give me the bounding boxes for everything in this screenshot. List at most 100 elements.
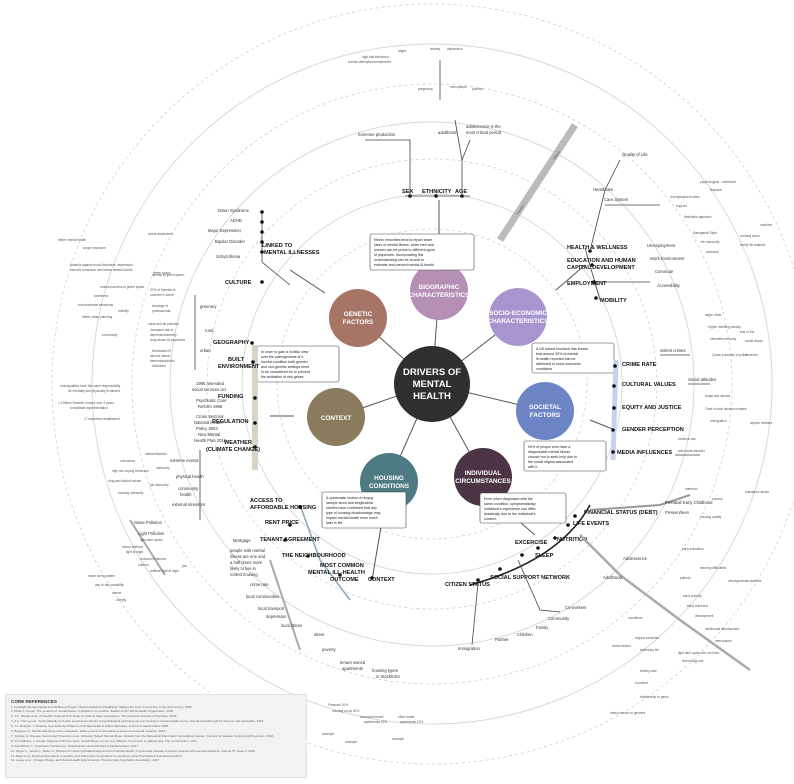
category-title-line2: FACTORS bbox=[343, 319, 374, 326]
factor-geography: GEOGRAPHY bbox=[213, 340, 250, 346]
factor-education-line2: CAPITAL DEVELOPMENT bbox=[567, 265, 635, 271]
housing-sub: street bbox=[314, 632, 325, 637]
context-sub: light at night bbox=[126, 550, 143, 554]
socio-sub: working hours bbox=[740, 234, 760, 238]
societal-sub: Immigration bbox=[710, 419, 727, 423]
housing-sub: people with mental bbox=[230, 548, 265, 553]
concentric-rings bbox=[51, 3, 794, 765]
genetic-sub: better mental health bbox=[58, 238, 86, 242]
societal-sub: Higher dwelling density bbox=[708, 325, 741, 329]
factor-crime-rate: CRIME RATE bbox=[622, 362, 657, 368]
housing-sub: apartments 10% bbox=[400, 720, 423, 724]
factor-sleep: SLEEP bbox=[535, 553, 554, 559]
housing-sub: other rental bbox=[398, 715, 414, 719]
factor-weather-line2: (CLIMATE CHANGE) bbox=[206, 447, 260, 453]
factor-ethnicity: ETHNICITY bbox=[422, 189, 452, 195]
factor-education-line1: EDUCATION AND HUMAN bbox=[567, 258, 636, 264]
context-sub: artificial light at night bbox=[150, 569, 179, 573]
category-genetic: GENETIC FACTORS bbox=[329, 289, 387, 347]
housing-sub: local stores bbox=[281, 623, 302, 628]
info-line: later in life. bbox=[326, 521, 343, 525]
info-line: rates of mental illness, while men and bbox=[374, 243, 434, 247]
factor-funding: FUNDING bbox=[218, 394, 243, 400]
reference-item: 7. Institute for Disease Control and Pre… bbox=[11, 734, 274, 738]
context-sub: 1995 amended bbox=[196, 381, 225, 386]
references-title: CORE REFERENCES bbox=[11, 699, 57, 704]
factor-equity-justice: EQUITY AND JUSTICE bbox=[622, 405, 682, 411]
housing-sub: a half times more bbox=[230, 560, 263, 565]
context-sub: extreme events bbox=[170, 458, 199, 463]
context-sub: job insecurity bbox=[149, 483, 169, 487]
factor-excercise: EXCERCISE bbox=[515, 540, 548, 546]
housing-sub: Freepark 20% bbox=[328, 703, 348, 707]
context-sub: reduced melatonin bbox=[140, 557, 166, 561]
biographic-sub: most critical period bbox=[466, 130, 502, 135]
branch-societal: CRIME RATE CULTURAL VALUES EQUITY AND JU… bbox=[610, 313, 773, 461]
biographic-sub: puberty bbox=[472, 87, 483, 91]
individual-sub: Family bbox=[536, 625, 549, 630]
context-sub: municipalities have the same responsibil… bbox=[60, 384, 121, 388]
biographic-sub: pregnancy bbox=[418, 87, 433, 91]
context-sub: drug and alcohol abuse bbox=[108, 479, 141, 483]
context-sub: Alzheimer bbox=[152, 364, 167, 368]
category-circle bbox=[516, 382, 574, 440]
info-box-housing: A systematic review of ninyng sample siz… bbox=[321, 491, 407, 529]
context-sub: social services act bbox=[192, 387, 227, 392]
info-line: the social stigma associated bbox=[528, 460, 573, 464]
individual-sub: Community bbox=[548, 616, 570, 621]
context-sub: covered in forest bbox=[150, 293, 174, 297]
societal-sub: violent crimes bbox=[660, 348, 686, 353]
context-sub: drug abuse by psychosis bbox=[150, 338, 185, 342]
individual-sub: substance abuse bbox=[745, 490, 769, 494]
context-sub: 37% of Sweden is bbox=[150, 288, 176, 292]
info-line: understanding can be crucial to bbox=[374, 258, 424, 262]
genetic-sub: ADHD bbox=[230, 218, 242, 223]
info-line: mental condition both genetic bbox=[261, 360, 308, 364]
info-line: over the pathogenesis of a bbox=[261, 355, 303, 359]
biographic-sub: adolescence is the bbox=[466, 124, 501, 129]
individual-sub: menopause bbox=[715, 639, 732, 643]
societal-sub: drugs and alcohol bbox=[705, 394, 730, 398]
context-sub: physical health bbox=[176, 474, 204, 479]
individual-sub: maternal bbox=[685, 487, 698, 491]
branch-housing: ACCESS TO AFFORDABLE HOUSING RENT PRICE … bbox=[182, 498, 423, 744]
factor-cultural-values: CULTURAL VALUES bbox=[622, 382, 676, 388]
reference-item: 12. Loque et al., Climate Change and Men… bbox=[11, 759, 160, 763]
socio-sub: overtime bbox=[760, 223, 772, 227]
category-socio-economic: SOCIO-ECONOMIC CHARACTERISTICS bbox=[487, 288, 549, 346]
context-sub: better urban planning bbox=[82, 315, 112, 319]
individual-sub: tertiary care bbox=[640, 669, 657, 673]
individual-sub: learning difficulties bbox=[700, 566, 727, 570]
housing-sub: tenant owned bbox=[340, 660, 366, 665]
context-sub: environmental emissions bbox=[78, 303, 113, 307]
context-sub: Reform 1995 bbox=[198, 404, 223, 409]
context-sub: insecurity bbox=[156, 466, 170, 470]
genetic-sub: neurotic behaviour and stress related is… bbox=[70, 268, 133, 272]
reference-item: 1. Foresight Mental Capital and Wellbein… bbox=[11, 705, 192, 709]
category-circle bbox=[489, 288, 547, 346]
reference-item: 2. Patel V, Hyman. The genetics of menta… bbox=[11, 710, 174, 714]
societal-sub: social decay bbox=[745, 339, 763, 343]
info-line: type of housing disadvantage may bbox=[326, 511, 381, 515]
individual-sub: Prenatal/ Early Childhood bbox=[665, 500, 713, 505]
biographic-sub: suicide attempts/commitments bbox=[348, 60, 391, 64]
factor-life-events: LIFE EVENTS bbox=[573, 521, 609, 527]
housing-sub: in Stockholm bbox=[376, 674, 400, 679]
info-line: 90% of people who have a bbox=[528, 445, 570, 449]
category-title-line1: BIOGRAPHIC bbox=[419, 284, 460, 291]
factor-social-support: SOCIAL SUPPORT NETWORK bbox=[490, 575, 570, 581]
genetic-sub: longer exposure bbox=[83, 246, 106, 250]
category-circle bbox=[329, 289, 387, 347]
center-title-line3: HEALTH bbox=[413, 391, 451, 402]
individual-sub: regular excercise bbox=[635, 636, 659, 640]
info-box-societal: 90% of people who have a diagnosable men… bbox=[523, 440, 607, 472]
context-sub: high risk coping behaviour bbox=[112, 469, 150, 473]
socio-sub: Managerial Style bbox=[693, 231, 717, 235]
individual-sub: nursery bbox=[712, 497, 723, 501]
context-sub: mean sleep pattern bbox=[88, 574, 116, 578]
context-sub: community bbox=[102, 333, 118, 337]
individual-sub: Partner bbox=[495, 637, 509, 642]
housing-sub: apartments bbox=[342, 666, 363, 671]
category-title-line1: GENETIC bbox=[344, 311, 373, 318]
housing-sub: example bbox=[345, 740, 357, 744]
